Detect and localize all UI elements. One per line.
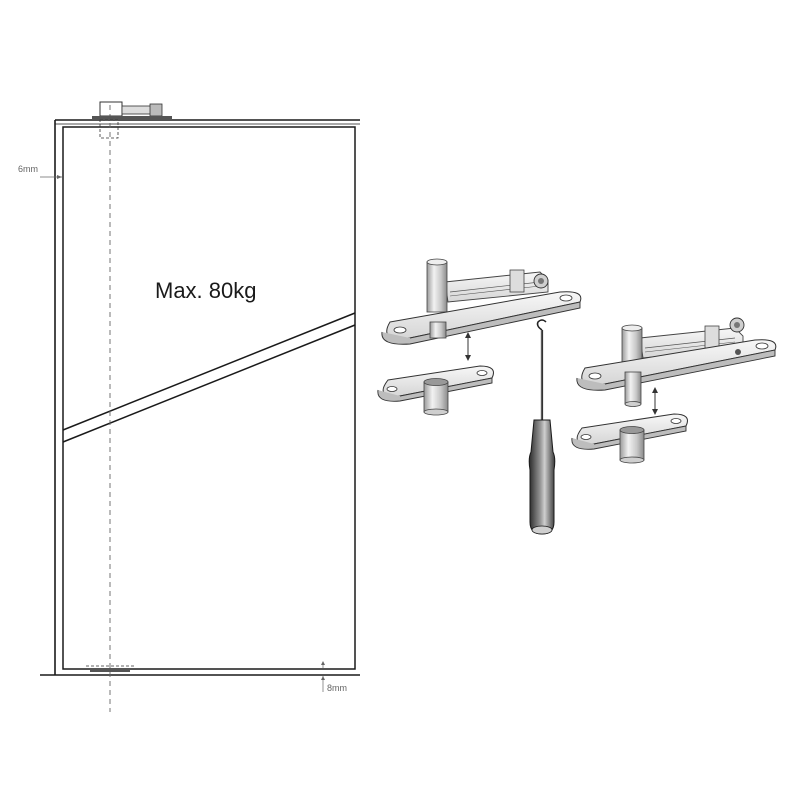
diagonal-line-lower	[62, 324, 356, 443]
pivot-assembly-left	[381, 258, 582, 345]
dimension-bottom-label: 8mm	[327, 683, 347, 693]
pivot-hinge-icon	[92, 101, 172, 139]
door-elevation: 6mm 8mm Max. 80kg	[18, 101, 360, 712]
dimension-6mm: 6mm	[18, 164, 62, 179]
max-weight-label: Max. 80kg	[155, 278, 257, 303]
double-arrow-icon-right	[652, 387, 658, 415]
double-arrow-icon	[465, 332, 471, 361]
screwdriver-icon	[528, 319, 556, 535]
floor-plate-left	[377, 365, 494, 416]
door-panel	[62, 126, 356, 670]
dimension-8mm: 8mm	[321, 661, 347, 693]
diagonal-line-upper	[62, 312, 356, 431]
dimension-top-label: 6mm	[18, 164, 38, 174]
pivot-assembly-right	[576, 317, 777, 407]
floor-plate-right	[571, 413, 688, 464]
pivot-plate-icon	[86, 665, 134, 672]
